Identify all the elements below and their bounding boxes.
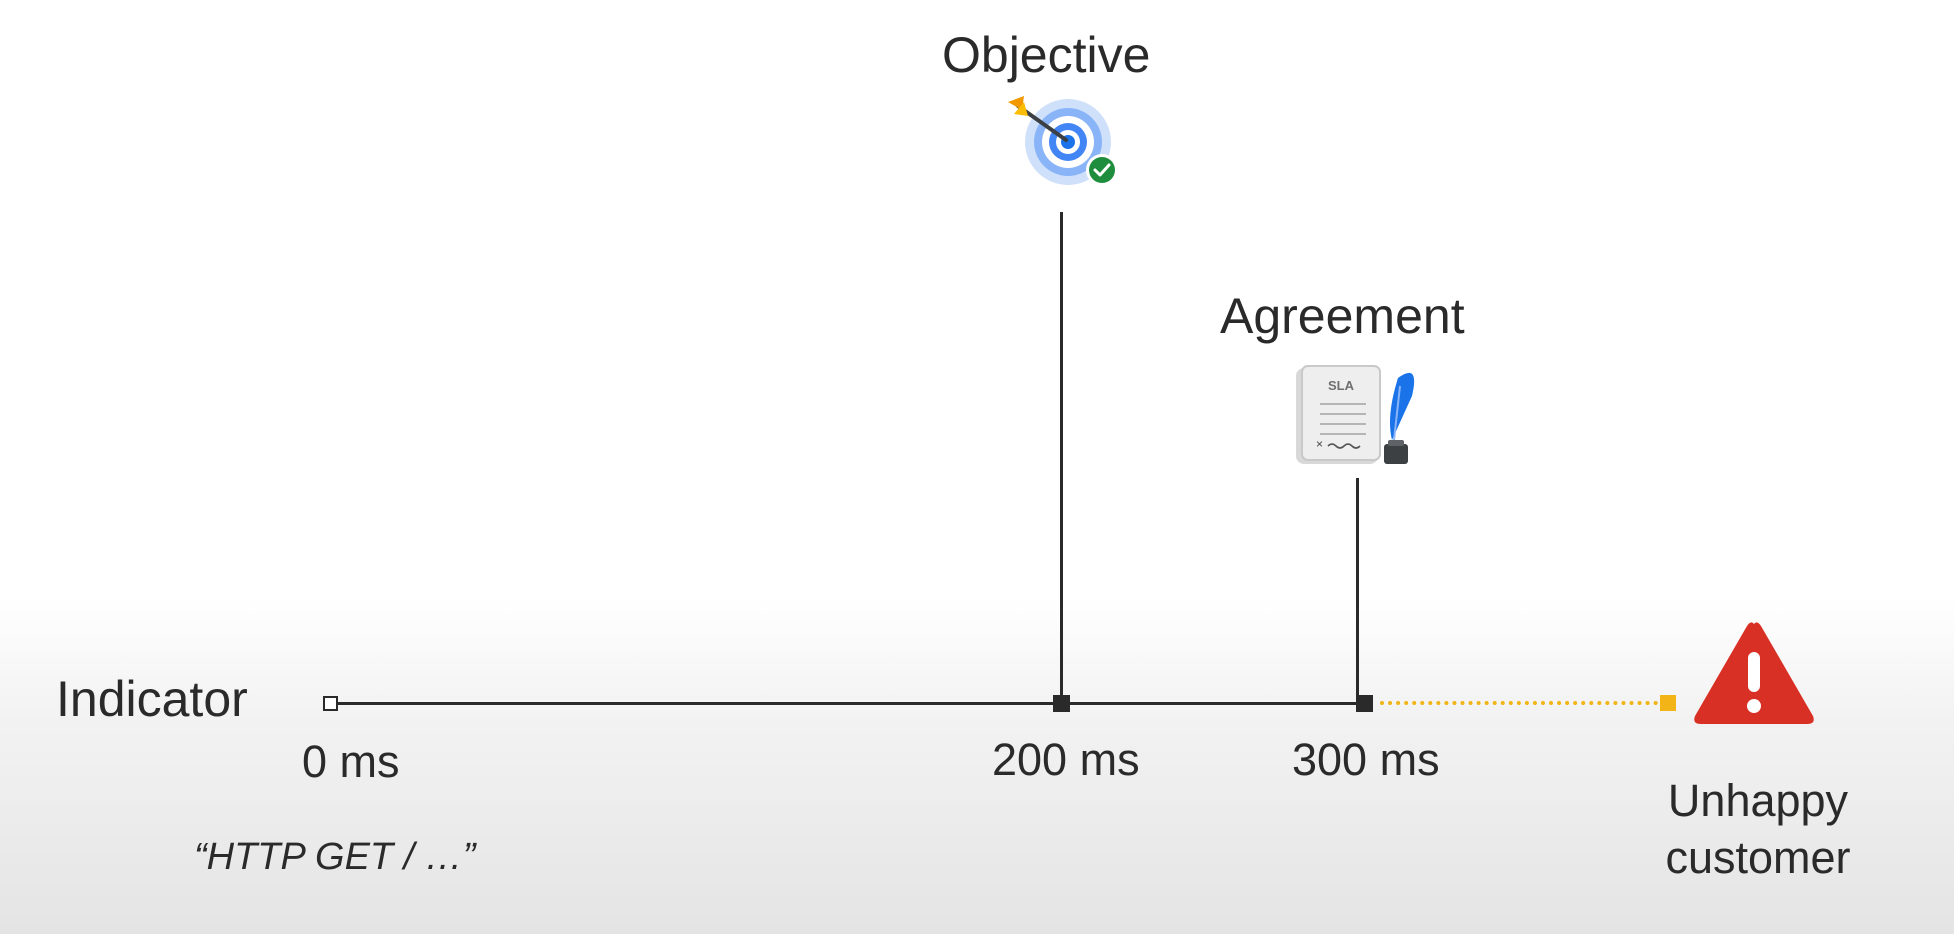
agreement-label: Agreement (1220, 288, 1465, 344)
target-icon (1008, 96, 1118, 186)
tick-label-300ms: 300 ms (1292, 734, 1440, 785)
outcome-label: Unhappy customer (1640, 772, 1876, 886)
axis-start-marker (323, 696, 338, 711)
indicator-example: “HTTP GET / …” (194, 836, 476, 878)
tick-label-200ms: 200 ms (992, 734, 1140, 785)
warning-icon (1694, 622, 1814, 724)
indicator-label: Indicator (56, 671, 248, 727)
objective-line (1060, 212, 1063, 706)
outcome-marker (1660, 695, 1676, 711)
sla-document-icon: SLA × (1296, 365, 1415, 464)
agreement-line (1356, 478, 1359, 706)
svg-text:×: × (1316, 437, 1323, 451)
outcome-label-line2: customer (1665, 832, 1851, 883)
sla-text: SLA (1328, 378, 1355, 393)
indicator-axis (336, 702, 1364, 705)
tick-label-0ms: 0 ms (302, 736, 400, 787)
objective-marker (1053, 695, 1070, 712)
agreement-marker (1356, 695, 1373, 712)
objective-label: Objective (942, 27, 1151, 83)
dotted-extension (1380, 701, 1658, 705)
outcome-label-line1: Unhappy (1667, 775, 1849, 826)
